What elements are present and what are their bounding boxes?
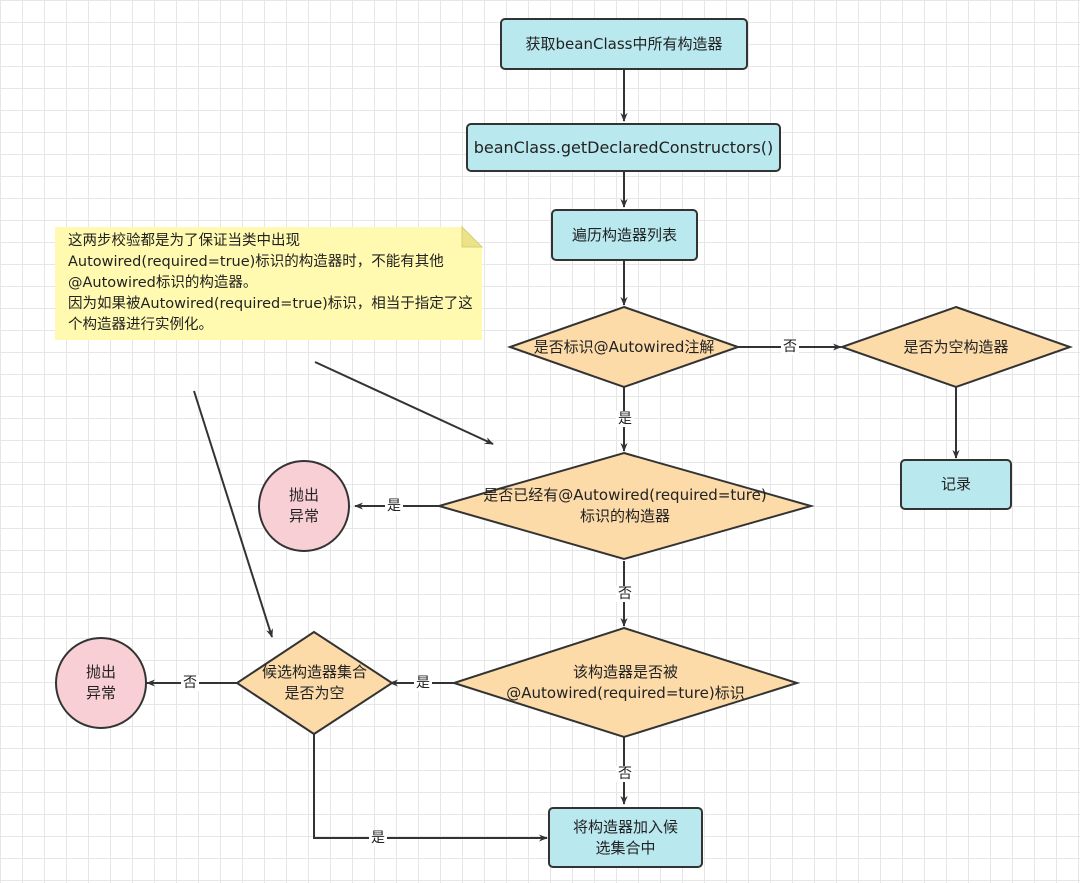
edge-candidates-yes <box>313 734 548 842</box>
edge-label-candidates-yes: 是 <box>369 830 387 846</box>
edge-label-candidates-no: 否 <box>181 675 199 691</box>
node-is-annotated <box>506 305 742 389</box>
annotation-note-text: 这两步校验都是为了保证当类中出现 Autowired(required=true… <box>68 233 473 333</box>
node-get-constructors <box>500 18 748 70</box>
node-get-declared <box>466 123 781 172</box>
node-add-candidate <box>548 807 703 868</box>
edge-label-has-required-yes: 是 <box>385 498 403 514</box>
edge-label-annotated-yes: 是 <box>616 411 634 427</box>
node-iterate <box>551 209 698 261</box>
node-throw-1 <box>258 460 350 552</box>
node-is-required-marked <box>450 626 801 739</box>
note-fold-corner <box>461 225 484 248</box>
annotation-note <box>55 227 482 340</box>
edge-label-annotated-no: 否 <box>781 339 799 355</box>
edge-label-required-marked-yes: 是 <box>414 675 432 691</box>
node-has-required <box>435 451 815 561</box>
edge-label-has-required-no: 否 <box>616 586 634 602</box>
note-pointer-line-1 <box>314 361 494 445</box>
node-is-empty-ctor <box>838 305 1074 389</box>
node-candidates-empty <box>235 630 394 736</box>
node-record <box>900 459 1012 510</box>
node-throw-2 <box>55 637 147 729</box>
edge-label-required-marked-no: 否 <box>616 766 634 782</box>
note-pointer-line-2 <box>193 390 273 638</box>
